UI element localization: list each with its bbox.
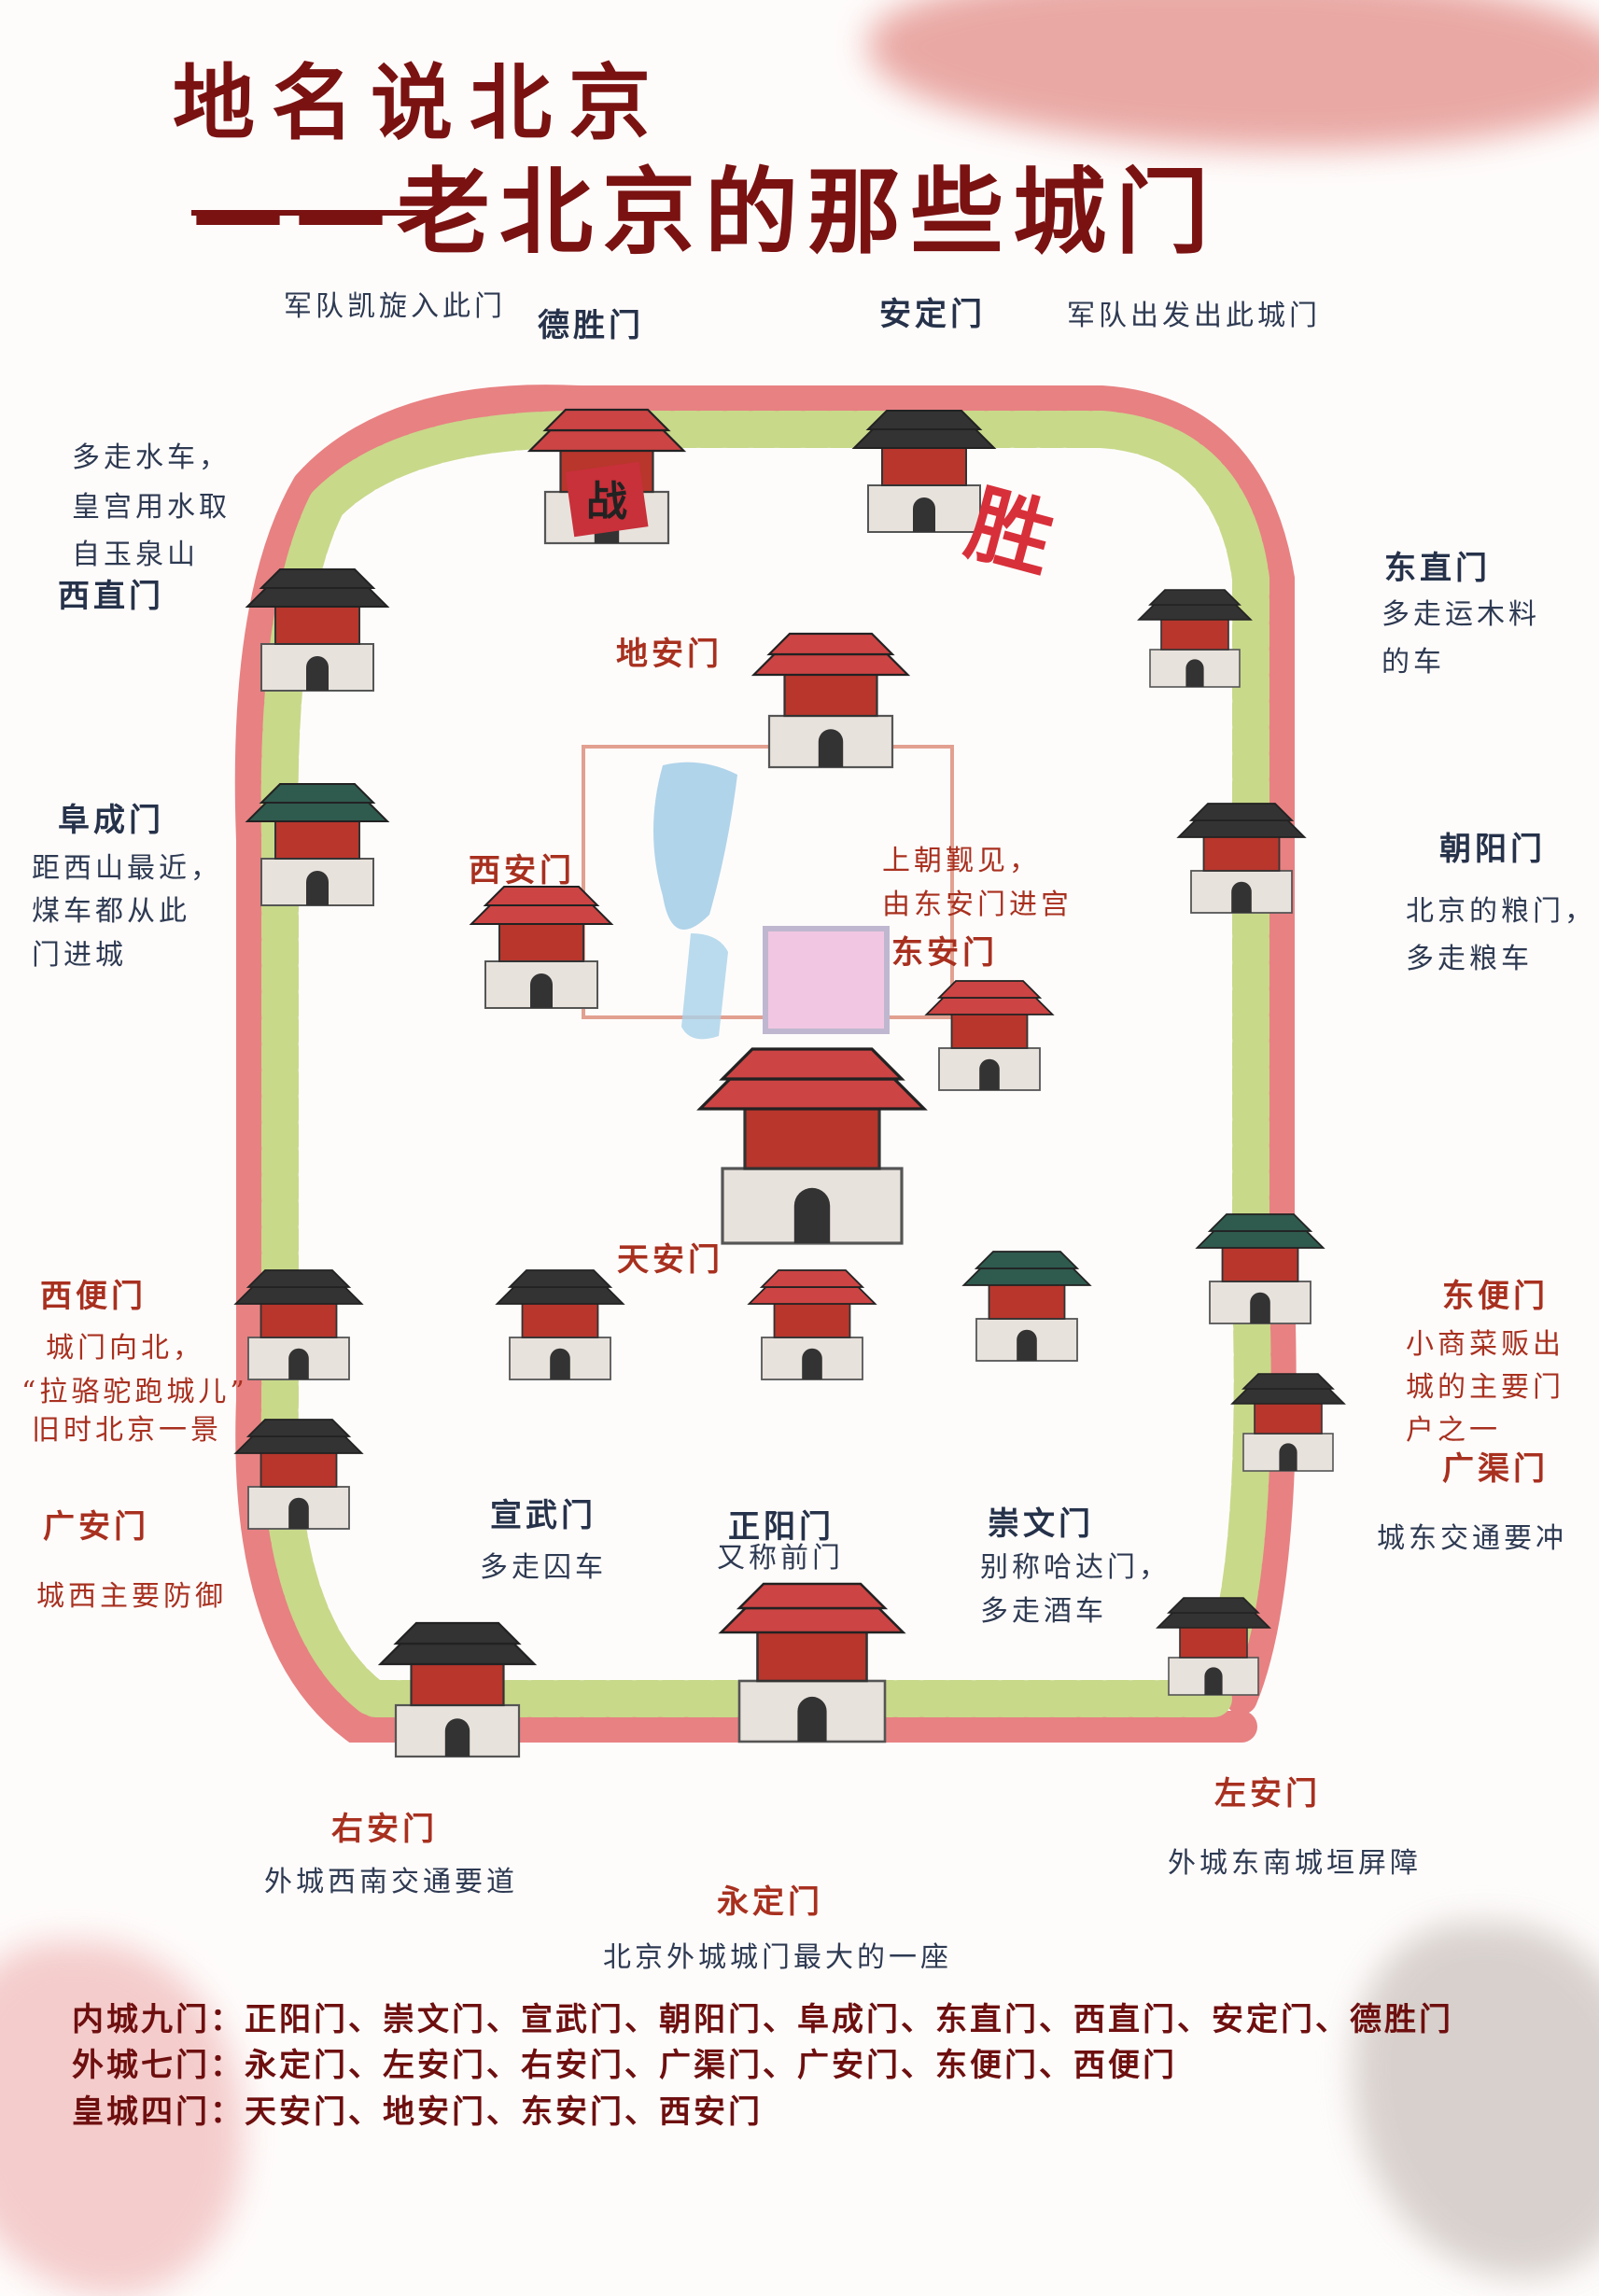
summary-outer-city: 外城七门：永定门、左安门、右安门、广渠门、广安门、东便门、西便门	[72, 2047, 1177, 2084]
gate-label-xian: 西安门	[469, 852, 575, 889]
gate-tower-icon	[696, 1047, 928, 1245]
gate-tower-icon	[718, 1582, 906, 1743]
gate-label-guangqu: 广渠门	[1442, 1450, 1549, 1488]
war-sign	[565, 461, 649, 538]
gate-tower-icon	[233, 1419, 364, 1530]
gate-tower-icon	[377, 1621, 538, 1758]
gate-tower-icon	[851, 410, 997, 533]
fucheng-note-1: 距西山最近，	[32, 852, 222, 885]
gate-label-zhengyang: 正阳门	[728, 1508, 835, 1546]
gate-tower-icon	[245, 783, 390, 906]
page-subtitle: ——老北京的那些城门	[191, 157, 1218, 267]
gate-label-chongwen: 崇文门	[988, 1505, 1094, 1543]
guangqu-note: 城东交通要冲	[1377, 1522, 1567, 1555]
gate-label-dongbian: 东便门	[1442, 1278, 1549, 1315]
youan-note: 外城西南交通要道	[264, 1866, 518, 1898]
gate-label-dian: 地安门	[616, 636, 722, 673]
fucheng-note-2: 煤车都从此	[32, 895, 190, 928]
lake-icon	[681, 933, 728, 1040]
chongwen-note-2: 多走酒车	[980, 1595, 1107, 1628]
summary-imperial-city: 皇城四门：天安门、地安门、东安门、西安门	[72, 2093, 763, 2131]
gate-tower-icon	[495, 1269, 625, 1380]
anding-note: 军队出发出此城门	[1067, 300, 1321, 332]
xizhi-note-1: 多走水车，	[72, 441, 231, 474]
gate-label-xizhi: 西直门	[58, 578, 164, 615]
gate-tower-icon	[1176, 803, 1307, 914]
palace-block	[763, 926, 890, 1034]
xibian-note-1: 城门向北，	[46, 1332, 204, 1365]
city-wall-flame	[234, 385, 1297, 1743]
dongan-note-2: 由东安门进宫	[882, 889, 1073, 921]
xizhi-note-3: 自玉泉山	[72, 539, 199, 571]
gate-label-dongan: 东安门	[891, 934, 998, 972]
gate-label-xuanwu: 宣武门	[490, 1497, 596, 1534]
zuoan-note: 外城东南城垣屏障	[1168, 1847, 1422, 1880]
gate-label-tianan: 天安门	[617, 1241, 723, 1279]
fucheng-note-3: 门进城	[32, 939, 127, 972]
dongbian-note-3: 户之一	[1406, 1414, 1501, 1447]
xibian-note-2: “拉骆驼跑城儿”	[21, 1376, 248, 1408]
gate-tower-icon	[233, 1269, 364, 1380]
gate-tower-icon	[1195, 1213, 1325, 1324]
page-title: 地名说北京	[173, 54, 668, 151]
gate-tower-icon	[747, 1269, 877, 1380]
lake-icon	[653, 762, 737, 930]
gate-tower-icon	[961, 1251, 1092, 1362]
gate-label-anding: 安定门	[879, 296, 986, 333]
gate-label-fucheng: 阜成门	[58, 802, 164, 839]
gate-label-desheng: 德胜门	[538, 307, 644, 344]
gate-tower-icon	[245, 568, 390, 692]
dongbian-note-1: 小商菜贩出	[1406, 1328, 1564, 1361]
zhengyang-note: 又称前门	[717, 1542, 844, 1575]
gate-label-yongding: 永定门	[717, 1883, 823, 1921]
dongan-note-1: 上朝觐见，	[882, 845, 1041, 877]
desheng-note: 军队凯旋入此门	[284, 290, 506, 323]
gate-tower-icon	[924, 980, 1055, 1091]
gate-tower-icon	[1230, 1373, 1346, 1472]
gate-label-guangan: 广安门	[43, 1508, 149, 1546]
dongzhi-note-2: 的车	[1382, 646, 1445, 679]
xibian-note-3: 旧时北京一景	[32, 1414, 222, 1447]
summary-inner-city: 内城九门：正阳门、崇文门、宣武门、朝阳门、阜成门、东直门、西直门、安定门、德胜门	[72, 2001, 1453, 2038]
gate-label-youan: 右安门	[331, 1811, 438, 1848]
chongwen-note-1: 别称哈达门，	[980, 1551, 1171, 1584]
gate-tower-icon	[750, 632, 911, 769]
gate-label-chaoyang: 朝阳门	[1439, 831, 1546, 868]
xizhi-note-2: 皇宫用水取	[72, 491, 231, 524]
gate-tower-icon	[1137, 589, 1253, 688]
guangan-note: 城西主要防御	[36, 1580, 227, 1613]
dongzhi-note-1: 多走运木料	[1382, 598, 1540, 631]
gate-label-zuoan: 左安门	[1214, 1775, 1321, 1813]
gate-tower-icon	[469, 886, 614, 1009]
yongding-note: 北京外城城门最大的一座	[603, 1941, 952, 1974]
gate-tower-icon	[1156, 1597, 1271, 1696]
dongbian-note-2: 城的主要门	[1406, 1371, 1564, 1404]
chaoyang-note-2: 多走粮车	[1406, 943, 1533, 975]
gate-label-dongzhi: 东直门	[1384, 550, 1491, 587]
war-sign-text: 战	[586, 478, 627, 525]
chaoyang-note-1: 北京的粮门，	[1406, 895, 1596, 928]
gate-label-xibian: 西便门	[40, 1278, 147, 1315]
xuanwu-note: 多走囚车	[480, 1551, 607, 1584]
